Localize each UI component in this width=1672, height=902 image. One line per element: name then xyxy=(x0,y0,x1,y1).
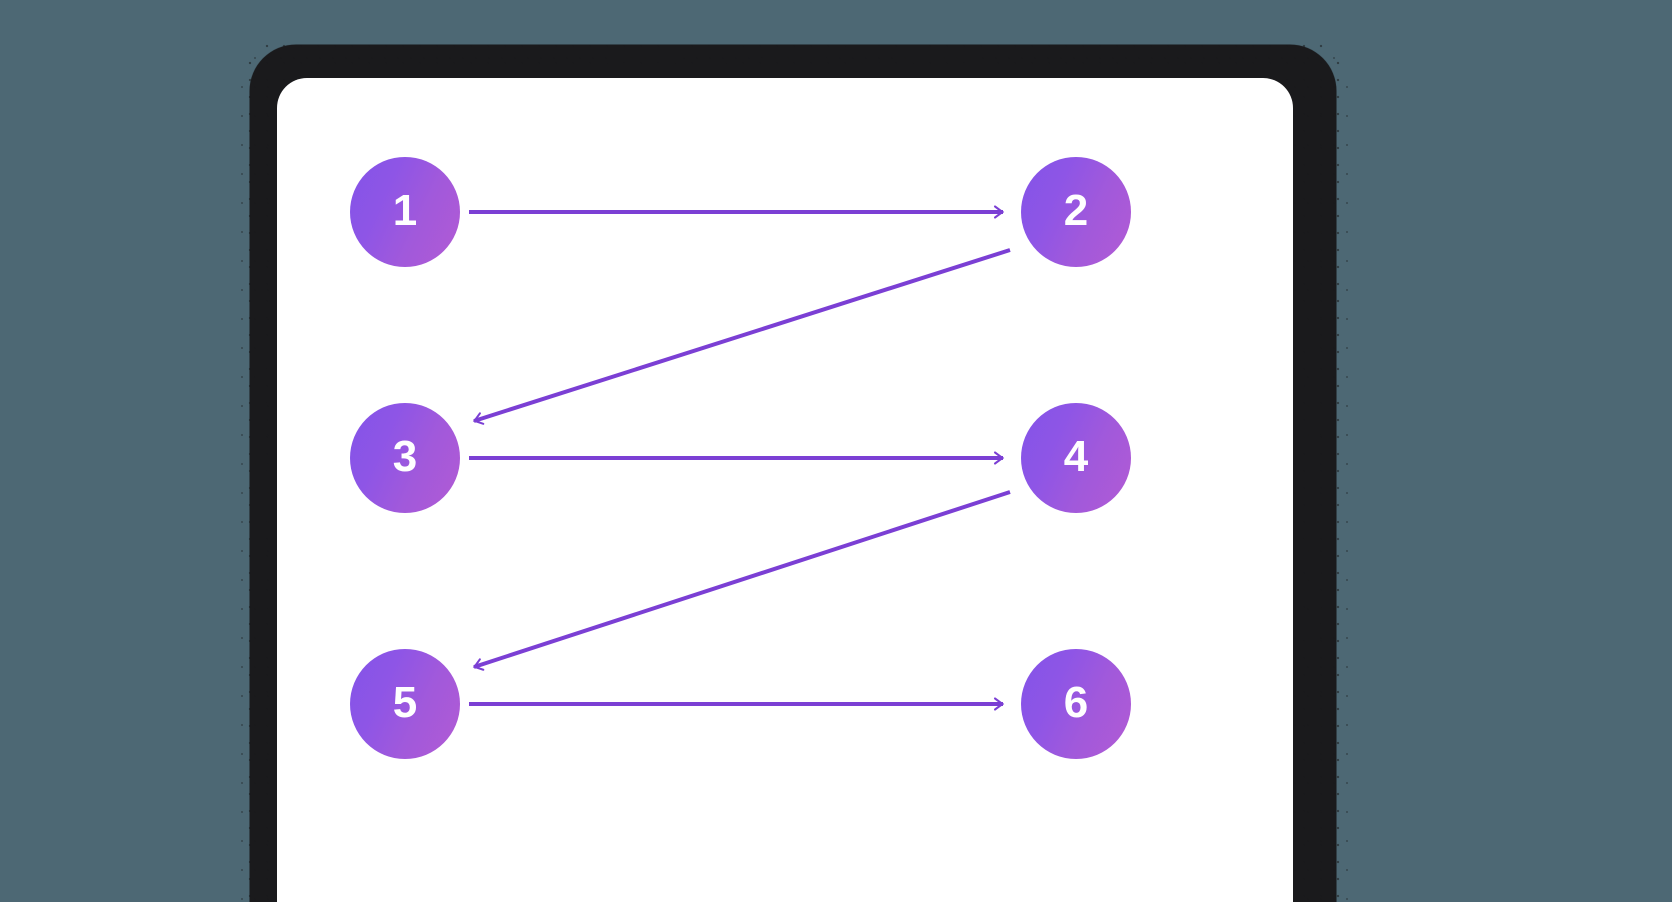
diagram-canvas: 1 2 3 4 5 6 xyxy=(277,78,1293,902)
node-3[interactable]: 3 xyxy=(350,403,460,513)
node-3-label: 3 xyxy=(392,432,418,481)
node-1-label: 1 xyxy=(392,186,418,235)
node-6-label: 6 xyxy=(1063,678,1089,727)
edge-2-3 xyxy=(472,248,1011,425)
node-5[interactable]: 5 xyxy=(350,649,460,759)
node-6[interactable]: 6 xyxy=(1021,649,1131,759)
node-2-label: 2 xyxy=(1063,186,1089,235)
edge-layer xyxy=(469,205,1011,711)
node-4-label: 4 xyxy=(1063,432,1089,481)
node-2[interactable]: 2 xyxy=(1021,157,1131,267)
edge-4-5 xyxy=(472,490,1011,671)
node-5-label: 5 xyxy=(392,678,418,727)
node-1[interactable]: 1 xyxy=(350,157,460,267)
node-4[interactable]: 4 xyxy=(1021,403,1131,513)
